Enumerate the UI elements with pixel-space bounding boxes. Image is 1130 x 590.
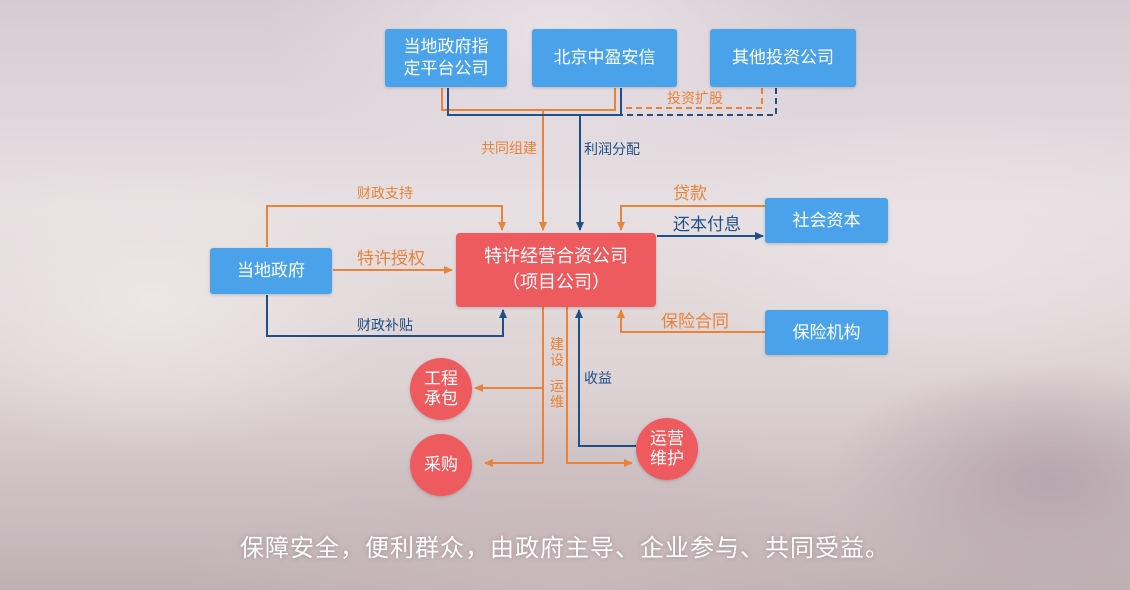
engineering-contract-node: 工程承包 bbox=[410, 358, 472, 420]
procurement-label: 采购 bbox=[424, 455, 458, 475]
procurement-node: 采购 bbox=[410, 434, 472, 496]
build-connector bbox=[474, 307, 544, 467]
slogan-text: 保障安全，便利群众，由政府主导、企业参与、共同受益。 bbox=[240, 534, 890, 562]
operation-maintenance-label: 运营维护 bbox=[650, 429, 684, 469]
beijing-zhongying-node: 北京中盈安信 bbox=[532, 29, 677, 87]
profit-distribution-label: 利润分配 bbox=[584, 142, 640, 158]
fiscal-subsidy-connector bbox=[266, 295, 507, 337]
profit-distribution-connector bbox=[447, 88, 777, 231]
operate-connector bbox=[566, 307, 633, 467]
revenue-connector bbox=[575, 309, 636, 447]
revenue-label: 收益 bbox=[584, 371, 612, 387]
invest-expand-label: 投资扩股 bbox=[667, 91, 723, 107]
other-investment-company-node: 其他投资公司 bbox=[710, 29, 856, 87]
franchise-auth-label: 特许授权 bbox=[357, 249, 425, 269]
co-build-connector bbox=[441, 88, 763, 231]
other-investment-company-label: 其他投资公司 bbox=[732, 48, 834, 68]
fiscal-subsidy-label: 财政补贴 bbox=[357, 318, 413, 334]
insurance-institution-node: 保险机构 bbox=[765, 310, 888, 355]
insurance-contract-connector bbox=[617, 309, 765, 333]
repay-label: 还本付息 bbox=[673, 215, 741, 235]
engineering-contract-label: 工程承包 bbox=[424, 369, 458, 409]
operate-label: 运维 bbox=[550, 379, 564, 411]
co-build-label: 共同组建 bbox=[481, 141, 537, 157]
operation-maintenance-node: 运营维护 bbox=[636, 418, 698, 480]
local-government-label: 当地政府 bbox=[237, 261, 305, 281]
fiscal-support-label: 财政支持 bbox=[357, 186, 413, 202]
beijing-zhongying-label: 北京中盈安信 bbox=[553, 48, 656, 68]
project-company-node: 特许经营合资公司（项目公司） bbox=[456, 233, 656, 307]
insurance-institution-label: 保险机构 bbox=[792, 322, 861, 343]
local-platform-company-label: 当地政府指定平台公司 bbox=[403, 37, 489, 79]
build-label: 建设 bbox=[550, 337, 564, 369]
loan-connector bbox=[617, 205, 765, 231]
social-capital-label: 社会资本 bbox=[792, 210, 861, 231]
insurance-contract-label: 保险合同 bbox=[661, 312, 729, 332]
loan-label: 贷款 bbox=[673, 184, 707, 204]
social-capital-node: 社会资本 bbox=[765, 198, 888, 243]
local-platform-company-node: 当地政府指定平台公司 bbox=[385, 29, 507, 87]
local-government-node: 当地政府 bbox=[210, 248, 332, 294]
project-company-label: 特许经营合资公司（项目公司） bbox=[484, 246, 628, 293]
fiscal-support-connector bbox=[266, 205, 506, 247]
